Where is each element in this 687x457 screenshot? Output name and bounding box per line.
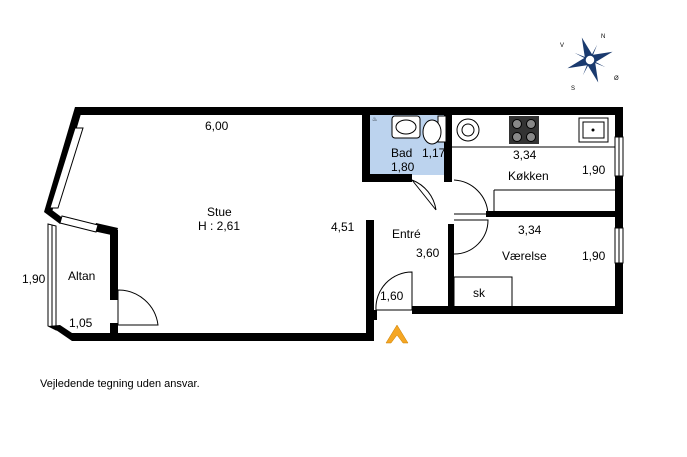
compass-north: N bbox=[601, 34, 605, 40]
sink-icon bbox=[391, 115, 421, 139]
stue-name: Stue bbox=[207, 205, 232, 219]
bad-width: 1,17 bbox=[422, 146, 446, 160]
compass-south: S bbox=[571, 86, 575, 92]
door-bad bbox=[411, 179, 437, 211]
bad-depth: 1,80 bbox=[391, 160, 415, 174]
stove-icon bbox=[509, 116, 539, 144]
altan-depth: 1,90 bbox=[22, 272, 46, 286]
kokken-depth: 1,90 bbox=[582, 163, 606, 177]
kokken-width: 3,34 bbox=[513, 148, 537, 162]
stue-depth: 4,51 bbox=[331, 220, 355, 234]
bad-name: Bad bbox=[391, 146, 412, 160]
entrance-arrow-icon bbox=[385, 324, 409, 344]
door-kokken bbox=[453, 179, 489, 215]
door-altan bbox=[117, 289, 159, 326]
window-stue bbox=[49, 127, 84, 209]
vaerelse-width: 3,34 bbox=[518, 223, 542, 237]
entre-name: Entré bbox=[392, 227, 421, 241]
entre-width: 1,60 bbox=[380, 289, 404, 303]
disclaimer-text: Vejledende tegning uden ansvar. bbox=[40, 378, 200, 390]
door-vaerelse bbox=[453, 219, 489, 255]
kokken-name: Køkken bbox=[508, 169, 549, 183]
altan-width: 1,05 bbox=[69, 316, 93, 330]
vaerelse-depth: 1,90 bbox=[582, 249, 606, 263]
altan-name: Altan bbox=[68, 269, 95, 283]
washer-icon bbox=[456, 118, 480, 142]
closet-label: sk bbox=[473, 286, 486, 300]
window-altan-top bbox=[59, 215, 99, 233]
toilet-icon bbox=[422, 115, 447, 145]
walls bbox=[44, 107, 623, 341]
altan-corner bbox=[48, 325, 72, 341]
entre-depth: 3,60 bbox=[416, 246, 440, 260]
kitchen-sink-icon bbox=[578, 117, 609, 143]
door-entry bbox=[375, 271, 413, 311]
stue-height: H : 2,61 bbox=[198, 219, 240, 233]
compass-east: Ø bbox=[614, 76, 619, 82]
compass-rose-icon bbox=[567, 37, 613, 83]
vaerelse-name: Værelse bbox=[502, 249, 547, 263]
windows bbox=[47, 127, 624, 331]
compass-west: V bbox=[560, 43, 564, 49]
shower-icon: ♨ bbox=[372, 116, 377, 123]
stue-width: 6,00 bbox=[205, 119, 229, 133]
doors bbox=[117, 179, 489, 326]
